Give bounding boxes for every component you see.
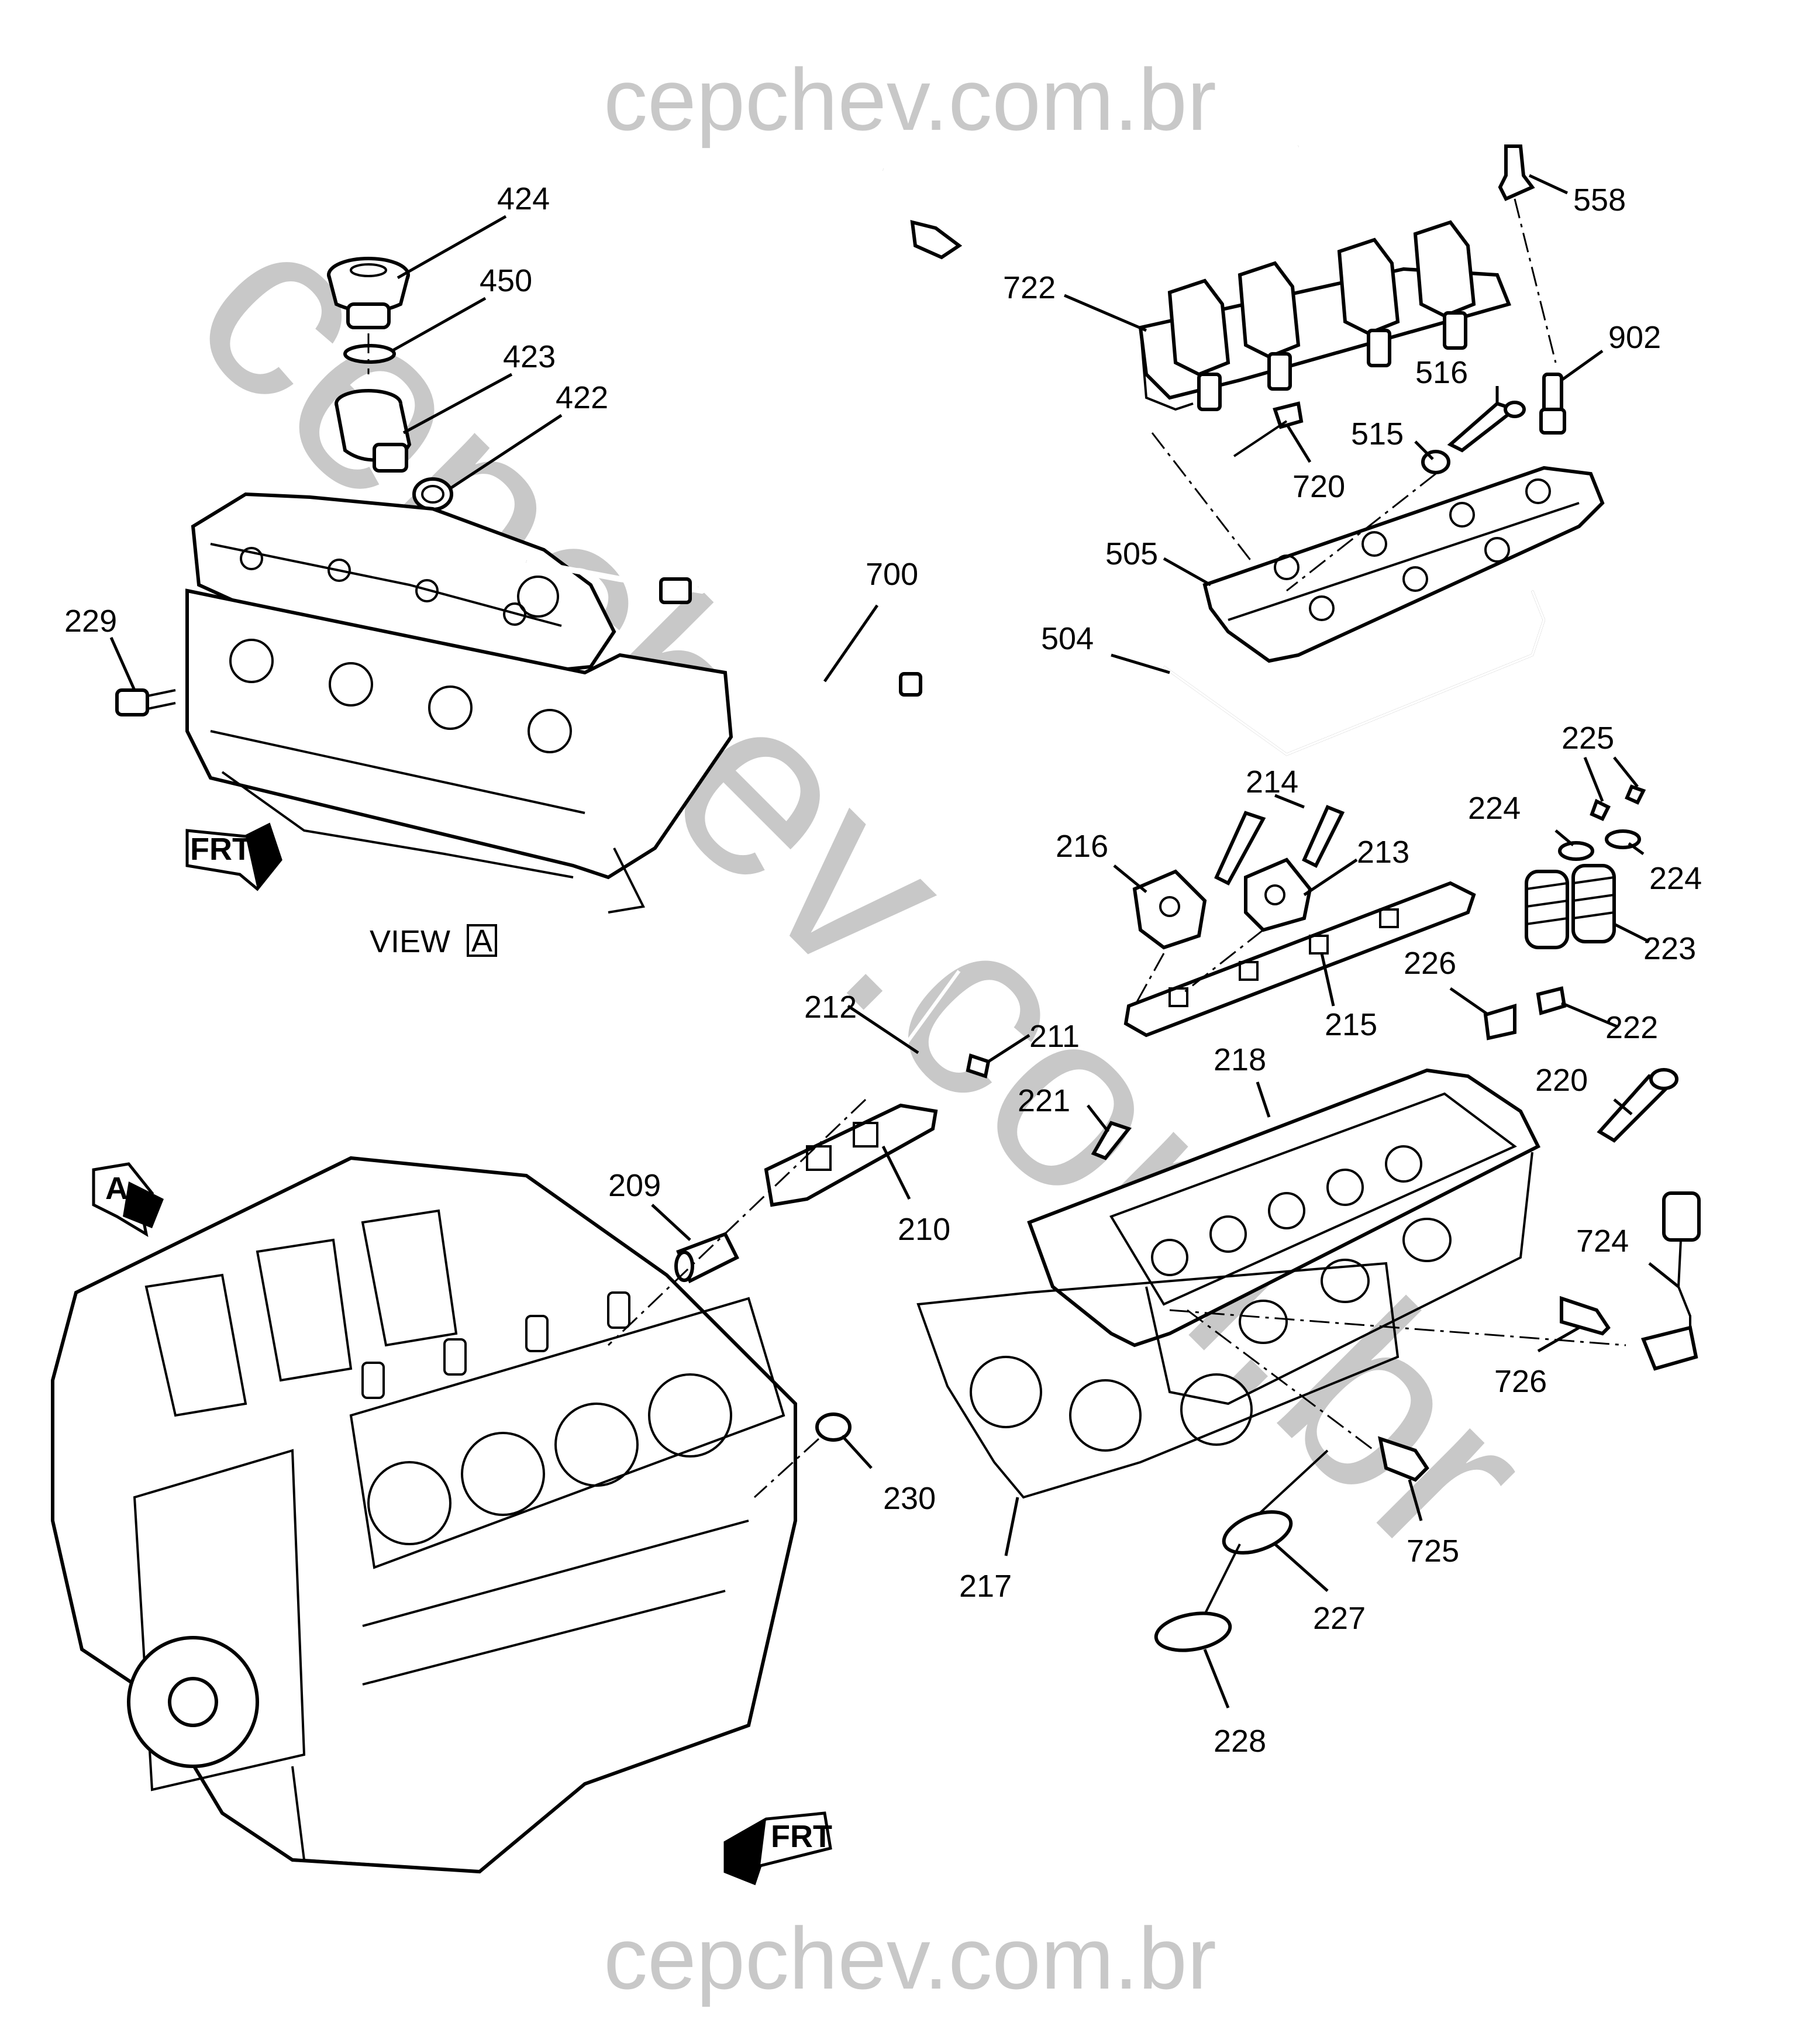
- exhaust-valve: [1204, 1543, 1241, 1615]
- view-label-letter: A: [471, 924, 492, 959]
- callout-224-a: 224: [1468, 791, 1521, 826]
- valve-cover-right: [1202, 466, 1605, 663]
- callout-228: 228: [1214, 1724, 1266, 1759]
- callout-224-b: 224: [1649, 861, 1702, 896]
- spark-plug: [1560, 1296, 1611, 1336]
- oil-cap-seal: [343, 344, 396, 364]
- front-direction-arrow-inset: FRT: [185, 822, 282, 891]
- callout-218: 218: [1214, 1042, 1266, 1077]
- lifter-components: [607, 970, 991, 1498]
- callout-230: 230: [883, 1481, 936, 1516]
- callout-215: 215: [1325, 1007, 1377, 1042]
- callout-700: 700: [866, 557, 918, 592]
- oil-fill-tube-seal: [412, 477, 453, 511]
- callout-902: 902: [1608, 320, 1661, 355]
- callout-422: 422: [556, 380, 608, 415]
- callout-450: 450: [480, 263, 532, 298]
- view-label: VIEW: [370, 924, 450, 959]
- frt-label-inset: FRT: [190, 832, 251, 867]
- valve-cover-bolt: [115, 688, 176, 716]
- callout-leaders: [109, 174, 1680, 1708]
- view-label-box: [467, 924, 497, 957]
- callout-227: 227: [1313, 1601, 1366, 1636]
- callout-724: 724: [1576, 1224, 1629, 1259]
- rocker-arm-216: [1132, 869, 1207, 950]
- callout-726: 726: [1494, 1364, 1547, 1399]
- callout-424: 424: [497, 181, 550, 216]
- expansion-plug: [815, 1412, 852, 1442]
- callout-229: 229: [64, 604, 117, 639]
- callout-725: 725: [1407, 1534, 1459, 1569]
- cylinder-head-left-inset: [185, 588, 733, 880]
- callout-515: 515: [1351, 416, 1404, 452]
- watermark-top: cepchev.com.br: [604, 50, 1216, 149]
- callout-222: 222: [1605, 1010, 1658, 1045]
- view-a-marker-letter: A: [105, 1171, 128, 1206]
- watermark-bottom: cepchev.com.br: [604, 1909, 1216, 2007]
- bolt-211: [966, 1053, 991, 1079]
- rocker-arm-213: [1244, 857, 1312, 932]
- callout-516: 516: [1415, 355, 1468, 390]
- callout-209: 209: [608, 1168, 661, 1203]
- callout-223: 223: [1643, 931, 1696, 966]
- callout-217: 217: [959, 1569, 1012, 1604]
- callout-216: 216: [1056, 829, 1108, 864]
- callout-labels: 424 450 423 422 229 700 722 558 902 516 …: [64, 181, 1702, 1759]
- view-a-inset: FRT VIEW A: [115, 257, 922, 959]
- head-gasket: [916, 1262, 1400, 1499]
- callout-720: 720: [1292, 469, 1345, 504]
- oil-filler-cap: [327, 257, 410, 329]
- callout-221: 221: [1018, 1083, 1070, 1118]
- callout-220: 220: [1535, 1063, 1588, 1098]
- view-a-arrow: A: [92, 1162, 164, 1238]
- callout-558: 558: [1573, 182, 1626, 218]
- oil-fill-tube: [335, 389, 412, 473]
- callout-211: 211: [1029, 1019, 1080, 1054]
- callout-504: 504: [1041, 621, 1094, 656]
- frt-label-main: FRT: [771, 1819, 832, 1854]
- callout-214: 214: [1246, 764, 1298, 800]
- callout-423: 423: [503, 339, 556, 374]
- callout-212: 212: [804, 990, 857, 1025]
- valve-springs: [1525, 864, 1616, 949]
- callout-225: 225: [1562, 721, 1614, 756]
- front-direction-arrow-main: FRT: [723, 1811, 832, 1886]
- ignition-coil-assembly: [882, 143, 1605, 756]
- rocker-arm-support: [1123, 881, 1476, 1038]
- temperature-sensor: [1378, 1436, 1429, 1482]
- intake-valve: [1250, 1449, 1329, 1522]
- lifter-guide: [764, 1103, 938, 1207]
- sensor-558: [1498, 144, 1535, 201]
- callout-213: 213: [1357, 835, 1409, 870]
- cylinder-head-right: [1027, 1068, 1541, 1348]
- callout-210: 210: [898, 1212, 950, 1247]
- callout-226: 226: [1404, 946, 1456, 981]
- callout-722: 722: [1003, 270, 1056, 305]
- callout-505: 505: [1105, 536, 1158, 571]
- valvetrain-head-assembly: [916, 784, 1701, 1652]
